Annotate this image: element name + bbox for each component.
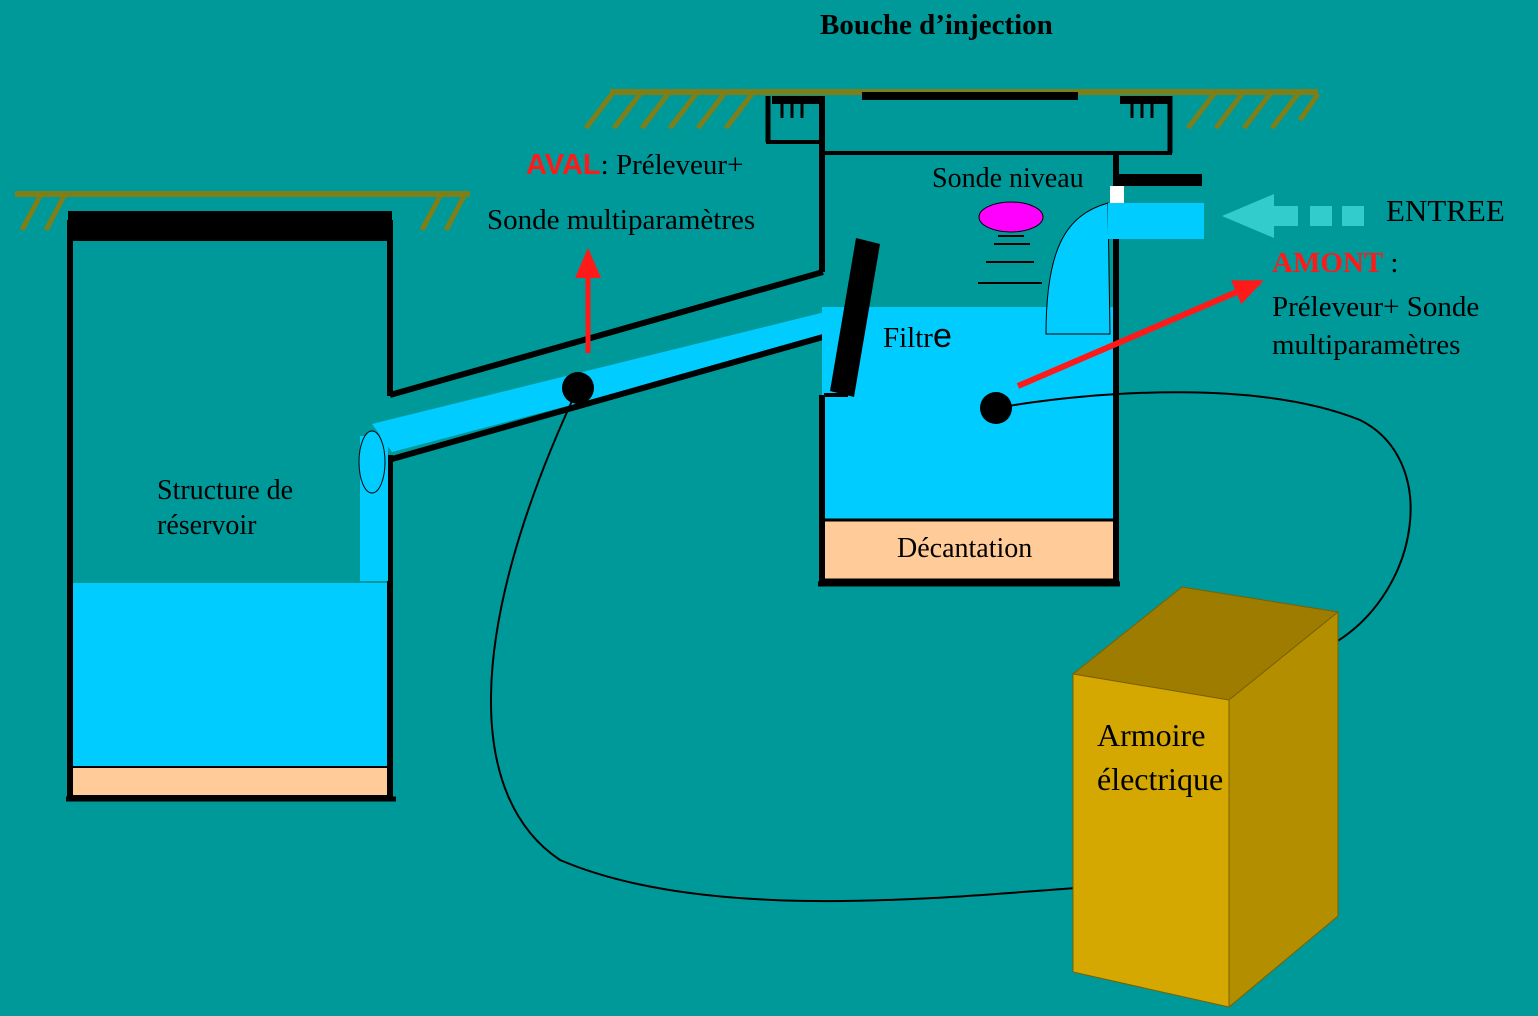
connecting-pipe <box>358 269 825 581</box>
aval-text: : Préleveur+ <box>600 149 744 181</box>
amont-arrow <box>1016 279 1264 389</box>
amont-tag: AMONT <box>1272 247 1384 279</box>
entree-arrow <box>1222 194 1364 238</box>
sonde-niveau-label: Sonde niveau <box>932 163 1084 194</box>
amont-label-line3: multiparamètres <box>1272 329 1461 361</box>
electrical-cabinet <box>1071 586 1340 1009</box>
filtre-label: Filtre <box>883 316 952 357</box>
reservoir-label-line2: réservoir <box>157 510 257 541</box>
aval-label-line2: Sonde multiparamètres <box>487 204 756 236</box>
aval-label: AVAL: Préleveur+ <box>526 148 743 183</box>
aval-sensor-node <box>562 372 594 404</box>
entree-label: ENTREE <box>1386 193 1505 228</box>
treatment-chamber <box>765 92 1202 587</box>
armoire-label-line2: électrique <box>1097 761 1224 797</box>
inlet-pipe <box>1045 202 1204 335</box>
filter-plate <box>830 238 880 397</box>
sensor-cables <box>490 387 1412 903</box>
decantation-label: Décantation <box>897 533 1033 564</box>
diagram-title: Bouche d’injection <box>820 9 1053 41</box>
amont-label-line2: Préleveur+ Sonde <box>1272 291 1480 323</box>
filtre-text-b: e <box>932 317 952 355</box>
amont-sensor-node <box>980 392 1012 424</box>
ground-left <box>15 191 470 232</box>
amont-text: : <box>1383 247 1399 279</box>
reservoir-tank <box>66 211 396 802</box>
filtre-text-a: Filtr <box>883 322 933 354</box>
armoire-label-line1: Armoire <box>1097 717 1206 753</box>
aval-tag: AVAL <box>526 149 601 181</box>
amont-label: AMONT : <box>1272 246 1398 281</box>
reservoir-label-line1: Structure de <box>157 475 294 506</box>
level-sensor <box>978 201 1044 284</box>
